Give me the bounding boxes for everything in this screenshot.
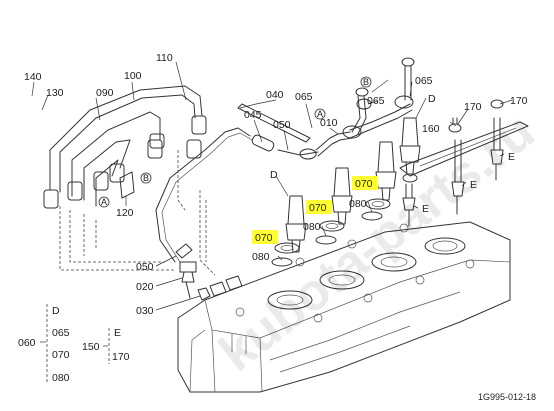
label-020: 020 [136, 281, 154, 293]
highlight-markers [252, 176, 378, 244]
label-030: 030 [136, 305, 154, 317]
label-160: 160 [422, 123, 440, 135]
label-065-a: 065 [295, 91, 313, 103]
legend-group-150: 150 E 170 [82, 327, 130, 364]
legend-group-060: 060 D 065 070 080 [18, 304, 70, 384]
label-e-1: E [508, 151, 515, 163]
label-100: 100 [124, 70, 142, 82]
label-130: 130 [46, 87, 64, 99]
label-045: 045 [244, 109, 262, 121]
circle-b-right: B [363, 77, 369, 87]
label-050-top: 050 [273, 119, 291, 131]
fittings-bottom-left [175, 243, 243, 301]
label-120: 120 [116, 207, 134, 219]
leader-lines [31, 61, 513, 311]
legend-060-group: 060 [18, 337, 36, 349]
legend-150-group: 150 [82, 341, 100, 353]
label-070-2: 070 [309, 202, 327, 214]
highlight-070-2 [306, 200, 332, 214]
label-170-a: 170 [464, 101, 482, 113]
label-d-top: D [428, 93, 436, 105]
label-170-b: 170 [510, 95, 528, 107]
circle-a-right: A [317, 109, 323, 119]
label-065-c: 065 [415, 75, 433, 87]
injection-pipes [43, 85, 207, 209]
leak-off-pipe [59, 127, 253, 276]
legend-150-item-1: 170 [112, 351, 130, 363]
legend-150-header: E [114, 327, 121, 339]
label-110: 110 [156, 52, 173, 64]
label-d-left: D [270, 169, 278, 181]
label-e-3: E [422, 203, 429, 215]
highlight-070-1 [252, 230, 278, 244]
label-040: 040 [266, 89, 284, 101]
legend-060-item-1: 065 [52, 327, 70, 339]
label-140: 140 [24, 71, 42, 83]
label-070-1: 070 [255, 232, 273, 244]
label-050-bottom: 050 [136, 261, 154, 273]
label-070-3: 070 [355, 178, 373, 190]
glow-plugs [399, 99, 529, 227]
highlight-070-3 [352, 176, 378, 190]
label-080-3: 080 [349, 198, 367, 210]
figure-code: 1G995-012-18 [478, 392, 536, 402]
circle-a-left: A [101, 197, 107, 207]
label-e-2: E [470, 179, 477, 191]
label-080-1: 080 [252, 251, 270, 263]
return-pipe [237, 103, 353, 160]
label-090: 090 [96, 87, 114, 99]
legend-060-item-2: 070 [52, 349, 70, 361]
legend-060-item-3: 080 [52, 372, 70, 384]
label-065-b: 065 [367, 95, 385, 107]
overflow-pipe-010 [314, 57, 415, 139]
circle-b-left: B [143, 173, 149, 183]
legend-060-header: D [52, 305, 60, 317]
label-010: 010 [320, 117, 338, 129]
label-080-2: 080 [303, 221, 321, 233]
engine-block [177, 221, 511, 393]
part-labels: 140 130 100 110 090 120 040 045 050 065 … [24, 52, 528, 317]
